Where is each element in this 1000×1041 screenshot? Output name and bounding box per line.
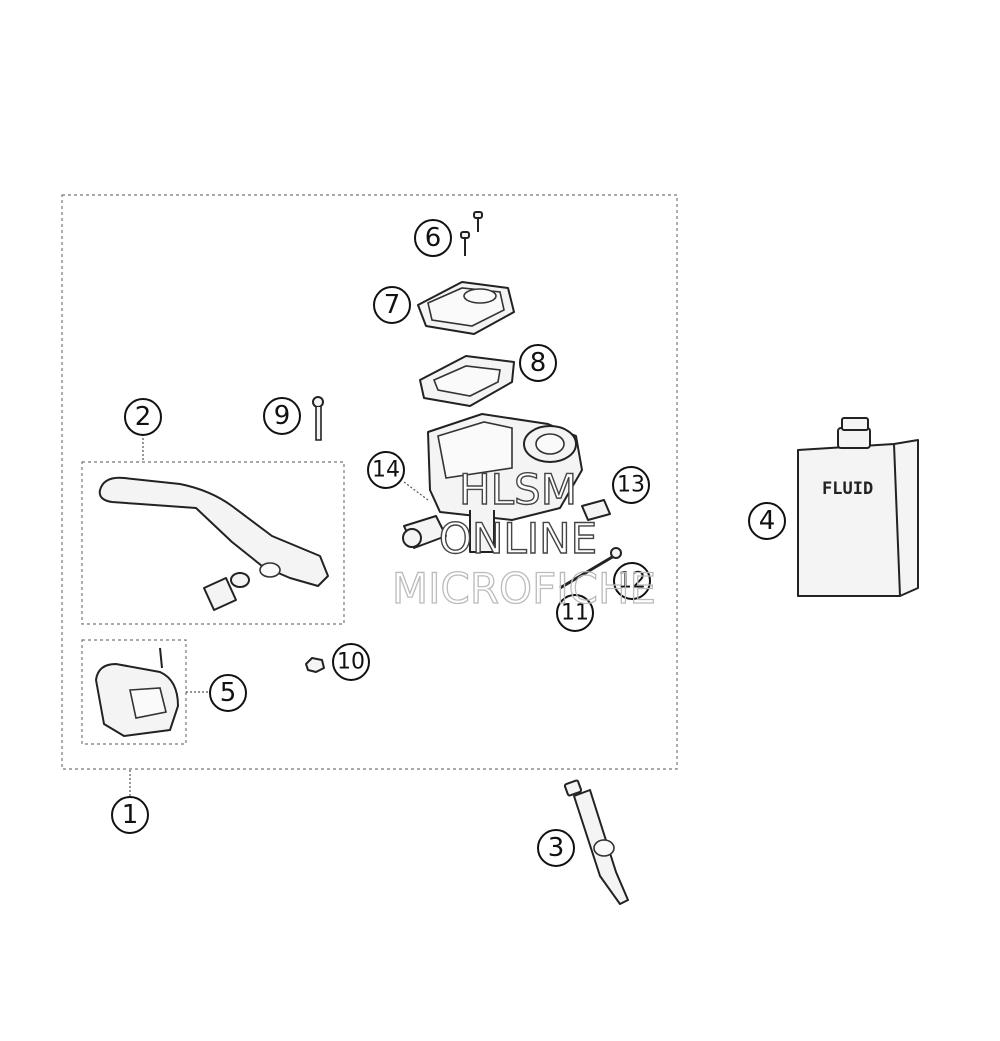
callout-label-13: 13 bbox=[617, 473, 645, 498]
lever-box bbox=[81, 461, 345, 625]
kit-box bbox=[61, 194, 678, 770]
callout-label-12: 12 bbox=[618, 569, 646, 594]
screw-part-6 bbox=[460, 211, 483, 256]
callout-label-9: 9 bbox=[274, 401, 291, 431]
nut-part-10 bbox=[305, 657, 325, 673]
callout-6: 6 bbox=[414, 219, 452, 257]
callout-9: 9 bbox=[263, 397, 301, 435]
callout-label-10: 10 bbox=[337, 650, 365, 675]
callout-5: 5 bbox=[209, 674, 247, 712]
callout-4: 4 bbox=[748, 502, 786, 540]
gasket-part-8 bbox=[419, 355, 515, 407]
callout-3: 3 bbox=[537, 829, 575, 867]
callout-label-14: 14 bbox=[372, 458, 400, 483]
callout-label-3: 3 bbox=[548, 833, 565, 863]
callout-10: 10 bbox=[332, 643, 370, 681]
pin-part-9 bbox=[312, 396, 324, 441]
cover-part-5 bbox=[95, 647, 179, 737]
reservoir-cap-part-7 bbox=[417, 281, 515, 335]
callout-label-4: 4 bbox=[759, 506, 776, 536]
watermark-line-2: ONLINE bbox=[439, 514, 597, 563]
callout-label-5: 5 bbox=[220, 678, 237, 708]
callout-7: 7 bbox=[373, 286, 411, 324]
watermark: HLSM ONLINE MICROFICHE bbox=[391, 464, 656, 613]
callout-label-7: 7 bbox=[384, 290, 401, 320]
callout-label-1: 1 bbox=[122, 800, 139, 830]
callout-13: 13 bbox=[612, 466, 650, 504]
fitting-part-13 bbox=[581, 499, 611, 521]
fluid-label: FLUID bbox=[822, 479, 873, 499]
banjo-bolt-part-3 bbox=[563, 779, 629, 905]
callout-2: 2 bbox=[124, 398, 162, 436]
master-cylinder-body bbox=[402, 413, 583, 553]
callout-8: 8 bbox=[519, 344, 557, 382]
bolt-part-11 bbox=[559, 547, 622, 590]
watermark-line-1: HLSM bbox=[459, 465, 577, 514]
callout-label-11: 11 bbox=[561, 601, 589, 626]
callout-14: 14 bbox=[367, 451, 405, 489]
callout-12: 12 bbox=[613, 562, 651, 600]
watermark-line-3: MICROFICHE bbox=[392, 564, 656, 613]
callout-1: 1 bbox=[111, 796, 149, 834]
callout-11: 11 bbox=[556, 594, 594, 632]
leader-14 bbox=[403, 481, 429, 501]
callout-label-8: 8 bbox=[530, 348, 547, 378]
callout-label-2: 2 bbox=[135, 402, 152, 432]
fluid-can-part-4: FLUID bbox=[797, 417, 919, 597]
lever-part-2 bbox=[98, 476, 329, 611]
callout-label-6: 6 bbox=[425, 223, 442, 253]
